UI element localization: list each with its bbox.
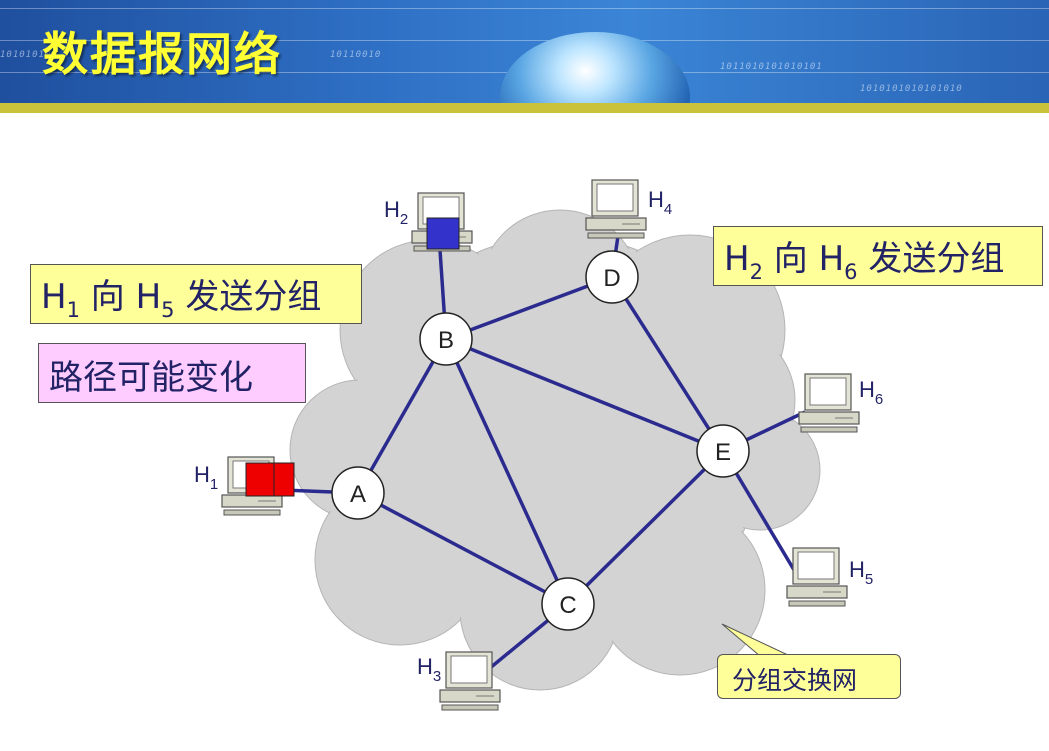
- computer-icon: [786, 547, 848, 607]
- banner-decor-line: [0, 40, 1049, 41]
- host-label: H5: [849, 557, 873, 588]
- router-label: A: [350, 481, 366, 508]
- router-d: D: [585, 250, 639, 304]
- routers: A B C D E: [331, 250, 750, 631]
- page-title: 数据报网络: [42, 27, 282, 81]
- host-h2: H2: [384, 192, 473, 252]
- host-h3: H3: [417, 651, 501, 711]
- host-h1: H1: [194, 456, 295, 516]
- host-h4: H4: [585, 179, 672, 239]
- host-h6: H6: [798, 373, 883, 433]
- link-c-e: [566, 449, 725, 606]
- host-label: H4: [648, 187, 672, 218]
- banner-underline: [0, 103, 1049, 113]
- router-label: C: [559, 592, 576, 619]
- note-path-may-change: 路径可能变化: [38, 343, 306, 403]
- router-label: D: [603, 265, 620, 292]
- packet-icon: [426, 217, 460, 250]
- computer-icon: [585, 179, 647, 239]
- router-node: [585, 250, 639, 304]
- banner-binary-text: 1010101010101010: [860, 84, 963, 94]
- computer-icon: [798, 373, 860, 433]
- packet-icon: [273, 462, 295, 497]
- banner-binary-text: 1011010101010101: [720, 62, 823, 72]
- network-label-callout: 分组交换网: [717, 654, 901, 699]
- link-a-c: [357, 491, 569, 606]
- link-b-c: [444, 338, 570, 605]
- computer-icon: [439, 651, 501, 711]
- link-b-d: [445, 275, 613, 341]
- router-label: B: [438, 327, 454, 354]
- host-label: H6: [859, 377, 883, 408]
- banner-binary-text: 10101010: [0, 50, 52, 60]
- router-node: [696, 424, 750, 478]
- link-b-e: [445, 337, 724, 453]
- host-label: H1: [194, 462, 218, 493]
- banner-binary-text: 10110010: [330, 50, 382, 60]
- note-h1-to-h5: H1 向 H5 发送分组: [30, 264, 362, 324]
- router-b: B: [419, 312, 473, 366]
- host-label: H2: [384, 197, 408, 228]
- router-node: [419, 312, 473, 366]
- title-banner: 10101010 10110010 1011010101010101 10101…: [0, 0, 1049, 103]
- router-node: [541, 577, 595, 631]
- link-a-b: [356, 338, 448, 494]
- router-e: E: [696, 424, 750, 478]
- packet-icon: [245, 462, 275, 497]
- router-node: [331, 466, 385, 520]
- router-a: A: [331, 466, 385, 520]
- router-label: E: [715, 439, 731, 466]
- link-d-e: [610, 276, 725, 452]
- banner-decor-line: [0, 8, 1049, 9]
- router-c: C: [541, 577, 595, 631]
- host-h5: H5: [786, 547, 873, 607]
- note-h2-to-h6: H2 向 H6 发送分组: [713, 226, 1043, 286]
- host-label: H3: [417, 654, 441, 685]
